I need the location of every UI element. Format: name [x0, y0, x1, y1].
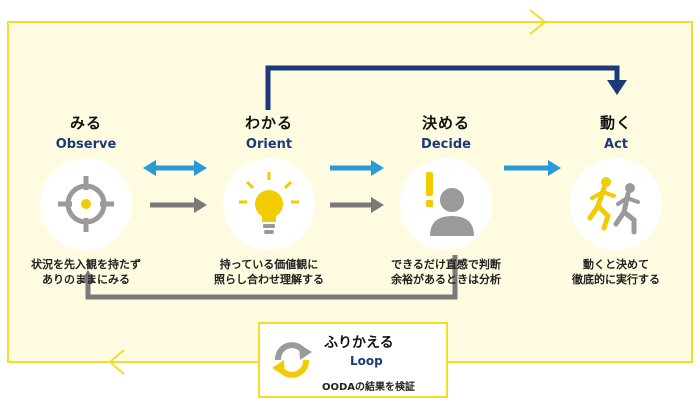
person-exclamation-icon: [426, 172, 474, 236]
stage-english-label: Act: [604, 137, 628, 152]
loop-title: ふりかえる: [324, 335, 394, 351]
orient-decide-gray-arrowhead: [371, 197, 384, 213]
loop-box: ふりかえる Loop OODAの結果を検証: [258, 322, 448, 398]
stage-description: 持っている価値観に 照らし合わせ理解する: [214, 258, 324, 286]
lightbulb-icon: [239, 172, 299, 234]
crosshair-icon: [58, 176, 114, 232]
frame-chevron-left: [108, 349, 125, 375]
stage-title: 動く: [599, 114, 632, 132]
stage-icon-circle: [400, 158, 492, 250]
stage-title: 決める: [421, 114, 470, 132]
stage-english-label: Orient: [245, 137, 293, 152]
frame-chevron-right: [529, 9, 547, 35]
stage-decide: 決める Decide できるだけ直感で判断 余裕があるときは分析: [366, 112, 526, 287]
observe-orient-gray-arrowhead: [194, 197, 207, 213]
orient-to-act-connector: [265, 65, 620, 110]
orient-to-act-arrowhead: [607, 80, 627, 95]
stage-english-label: Decide: [421, 137, 471, 152]
loop-description: OODAの結果を検証: [322, 382, 416, 393]
stage-description: 状況を先入観を持たず ありのままにみる: [31, 258, 141, 286]
stage-title: みる: [69, 114, 102, 132]
stage-title: わかる: [244, 114, 293, 132]
decide-observe-feedback-line: [85, 255, 458, 300]
observe-orient-arrowhead-left: [143, 160, 156, 176]
stage-orient: わかる Orient 持っている価値観に 照らし合わせ理解する: [189, 112, 349, 287]
decide-observe-feedback-arrowhead: [80, 270, 96, 283]
stage-description: できるだけ直感で判断 余裕があるときは分析: [391, 258, 501, 286]
decide-act-cyan-arrowhead: [548, 160, 561, 176]
stage-icon-circle: [223, 158, 315, 250]
orient-decide-cyan-arrowhead: [371, 160, 384, 176]
stage-icon-circle: [570, 158, 662, 250]
stage-act: 動く Act 動くと決めて 徹底的に実行する: [536, 112, 696, 287]
loop-english-label: Loop: [350, 354, 383, 368]
observe-orient-arrowhead-right: [194, 160, 207, 176]
stage-english-label: Observe: [55, 137, 117, 152]
stage-observe: みる Observe 状況を先入観を持たず ありのままにみる: [6, 112, 166, 287]
stage-description: 動くと決めて 徹底的に実行する: [572, 258, 660, 286]
stage-icon-circle: [40, 158, 132, 250]
refresh-icon: [272, 342, 312, 378]
running-people-icon: [587, 177, 640, 235]
